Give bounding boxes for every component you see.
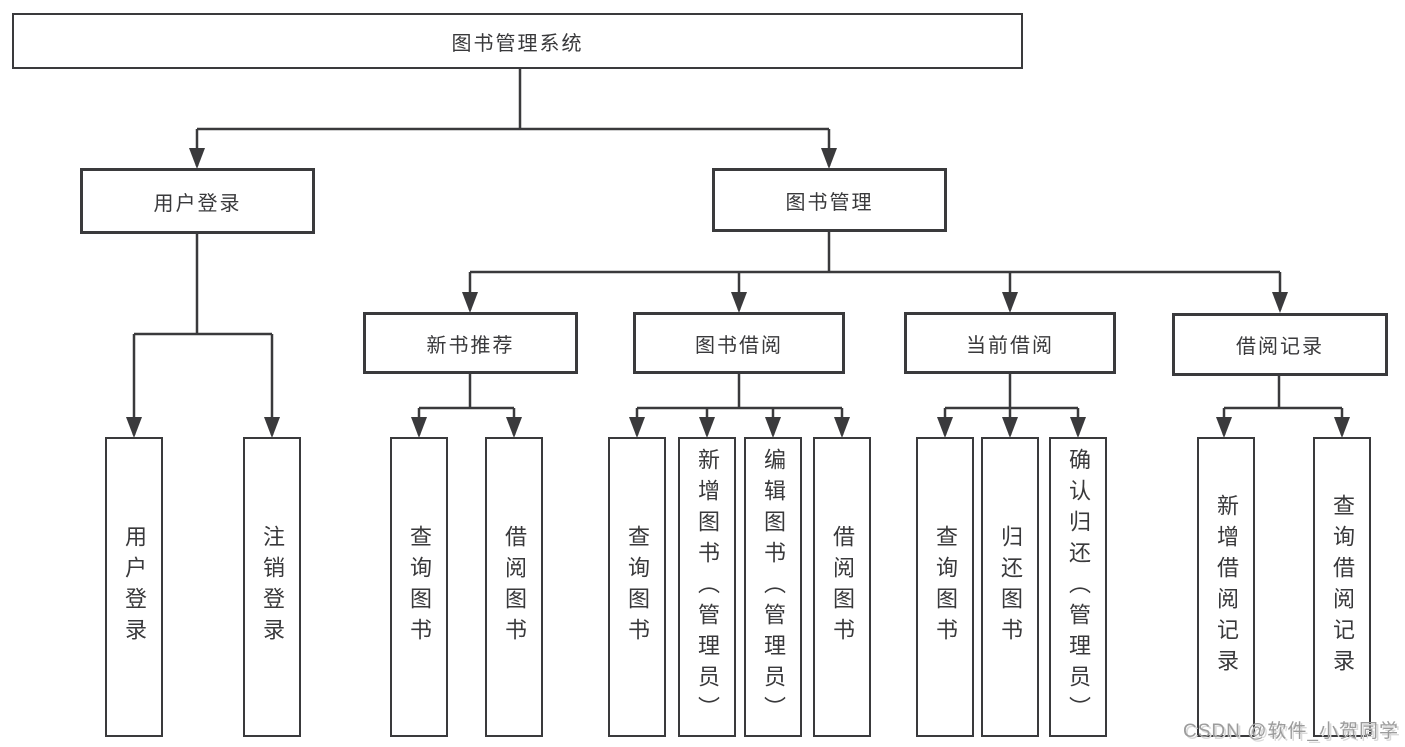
leaf-query-book-borrow-label: 查询图书 [625, 525, 650, 649]
leaf-return-book-label: 归还图书 [998, 525, 1023, 649]
leaf-logout-login-label: 注销登录 [260, 525, 285, 649]
node-new-book-recommend: 新书推荐 [363, 312, 578, 374]
leaf-confirm-return-admin: 确认归还（管理员） [1049, 437, 1107, 737]
node-book-management-label: 图书管理 [785, 191, 874, 214]
leaf-borrow-book: 借阅图书 [813, 437, 871, 737]
leaf-query-book-current: 查询图书 [916, 437, 974, 737]
leaf-borrow-book-recommend: 借阅图书 [485, 437, 543, 737]
leaf-borrow-book-recommend-label: 借阅图书 [502, 525, 527, 649]
node-borrow-records-label: 借阅记录 [1236, 336, 1324, 358]
leaf-add-borrow-record: 新增借阅记录 [1197, 437, 1255, 737]
leaf-user-login: 用户登录 [105, 437, 163, 737]
node-user-login-label: 用户登录 [153, 192, 242, 215]
leaf-add-book-admin-label: 新增图书（管理员） [695, 447, 720, 727]
csdn-watermark: CSDN @软件_小贺同学 [1183, 721, 1399, 742]
arrowheads [126, 148, 1350, 438]
leaf-edit-book-admin-label: 编辑图书（管理员） [761, 447, 786, 727]
node-book-borrow-label: 图书借阅 [695, 334, 783, 357]
leaf-return-book: 归还图书 [981, 437, 1039, 737]
node-borrow-records: 借阅记录 [1172, 313, 1388, 376]
leaf-confirm-return-admin-label: 确认归还（管理员） [1066, 447, 1091, 727]
node-user-login: 用户登录 [80, 168, 315, 234]
node-new-book-recommend-label: 新书推荐 [426, 334, 515, 357]
leaf-borrow-book-label: 借阅图书 [830, 525, 855, 649]
leaf-query-book-borrow: 查询图书 [608, 437, 666, 737]
leaf-query-borrow-record: 查询借阅记录 [1313, 437, 1371, 737]
node-current-borrow: 当前借阅 [904, 312, 1116, 374]
leaf-query-borrow-record-label: 查询借阅记录 [1330, 494, 1355, 680]
node-root-system: 图书管理系统 [12, 13, 1023, 69]
leaf-add-book-admin: 新增图书（管理员） [678, 437, 736, 737]
node-root-label: 图书管理系统 [451, 32, 584, 55]
leaf-query-book-recommend: 查询图书 [390, 437, 448, 737]
leaf-query-book-recommend-label: 查询图书 [407, 525, 432, 649]
leaf-logout-login: 注销登录 [243, 437, 301, 737]
leaf-edit-book-admin: 编辑图书（管理员） [744, 437, 802, 737]
leaf-user-login-label: 用户登录 [122, 525, 147, 649]
leaf-query-book-current-label: 查询图书 [933, 525, 958, 649]
leaf-add-borrow-record-label: 新增借阅记录 [1214, 494, 1239, 680]
node-current-borrow-label: 当前借阅 [966, 334, 1054, 357]
node-book-borrow: 图书借阅 [633, 312, 845, 374]
node-book-management: 图书管理 [712, 168, 947, 232]
